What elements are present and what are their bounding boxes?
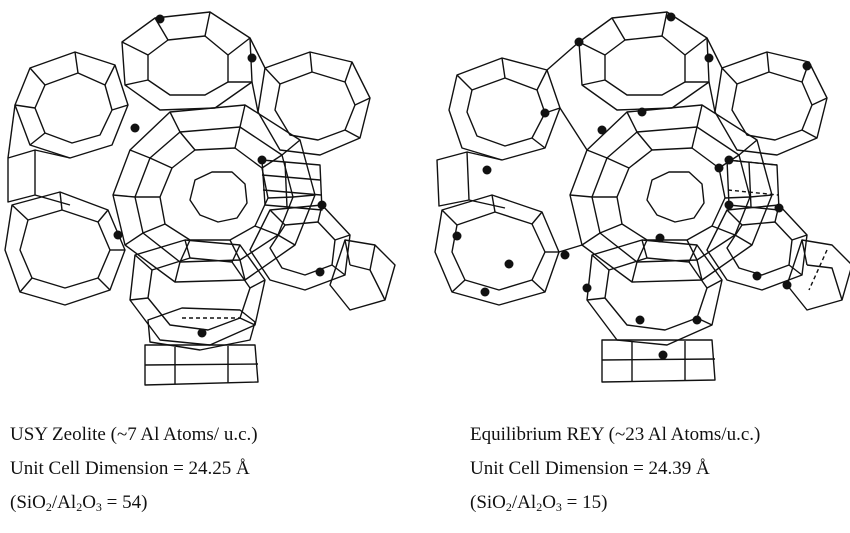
caption-title: Equilibrium REY (~23 Al Atoms/u.c.): [470, 424, 761, 445]
al-atom-dot: [714, 163, 724, 173]
aluminum-atom-markers: [452, 12, 812, 360]
sodalite-cage-bottom: [586, 239, 723, 346]
al-atom-dot: [504, 259, 514, 269]
aluminum-atom-markers: [113, 14, 327, 338]
al-atom-dot: [113, 230, 123, 240]
al-atom-dot: [257, 155, 267, 165]
al-atom-dot: [655, 233, 665, 243]
sodalite-cage-bottom-left: [434, 194, 583, 306]
hexagonal-prism-left: [7, 104, 71, 206]
caption-unit-cell: Unit Cell Dimension = 24.25 Å: [10, 458, 250, 479]
al-atom-dot: [130, 123, 140, 133]
al-atom-dot: [315, 267, 325, 277]
al-atom-dot: [692, 315, 702, 325]
hexagonal-prism-far-right: [786, 239, 850, 311]
al-atom-dot: [597, 125, 607, 135]
hexagonal-prism-left: [436, 151, 506, 209]
caption-ratio: (SiO2/Al2O3 = 54): [10, 492, 148, 514]
hexagonal-prism-right: [261, 159, 323, 211]
al-atom-dot: [480, 287, 490, 297]
al-atom-dot: [658, 350, 668, 360]
al-atom-dot: [574, 37, 584, 47]
al-atom-dot: [752, 271, 762, 281]
hexagonal-prism-far-right: [329, 239, 396, 311]
supercage-ring: [112, 104, 316, 283]
sodalite-cage-top: [121, 11, 253, 111]
rey-caption: Equilibrium REY (~23 Al Atoms/u.c.) Unit…: [470, 418, 760, 524]
al-atom-dot: [482, 165, 492, 175]
sodalite-cage-top-right: [706, 37, 828, 156]
supercage-ring: [569, 104, 773, 283]
al-atom-dot: [582, 283, 592, 293]
al-atom-dot: [155, 14, 165, 24]
al-atom-dot: [247, 53, 257, 63]
al-atom-dot: [560, 250, 570, 260]
al-atom-dot: [724, 155, 734, 165]
al-atom-dot: [635, 315, 645, 325]
hexagonal-prism-right: [726, 159, 780, 211]
al-atom-dot: [317, 200, 327, 210]
caption-title: USY Zeolite (~7 Al Atoms/ u.c.): [10, 424, 258, 445]
al-atom-dot: [540, 108, 550, 118]
sodalite-cage-top: [578, 11, 710, 111]
sodalite-cage-bottom-right: [249, 204, 351, 291]
al-atom-dot: [704, 53, 714, 63]
al-atom-dot: [666, 12, 676, 22]
caption-unit-cell: Unit Cell Dimension = 24.39 Å: [470, 458, 710, 479]
sodalite-cage-top-left: [448, 41, 588, 161]
rey-panel: Equilibrium REY (~23 Al Atoms/u.c.) Unit…: [425, 0, 850, 533]
sodalite-cage-bottom-right: [706, 204, 808, 291]
al-atom-dot: [452, 231, 462, 241]
al-atom-dot: [802, 61, 812, 71]
al-atom-dot: [197, 328, 207, 338]
sodalite-cage-top-right: [249, 37, 371, 156]
hexagonal-prism-bottom: [601, 339, 716, 383]
sodalite-cage-bottom: [129, 239, 266, 346]
al-atom-dot: [724, 200, 734, 210]
rey-faujasite-structure: [434, 11, 850, 383]
al-atom-dot: [637, 107, 647, 117]
sodalite-cage-top-left: [14, 51, 129, 159]
usy-caption: USY Zeolite (~7 Al Atoms/ u.c.) Unit Cel…: [10, 418, 258, 524]
hexagonal-prism-bottom: [144, 307, 259, 386]
al-atom-dot: [774, 203, 784, 213]
sodalite-cage-bottom-left: [4, 191, 126, 306]
usy-zeolite-panel: USY Zeolite (~7 Al Atoms/ u.c.) Unit Cel…: [4, 11, 396, 524]
al-atom-dot: [782, 280, 792, 290]
usy-faujasite-structure: [4, 11, 396, 386]
caption-ratio: (SiO2/Al2O3 = 15): [470, 492, 608, 514]
